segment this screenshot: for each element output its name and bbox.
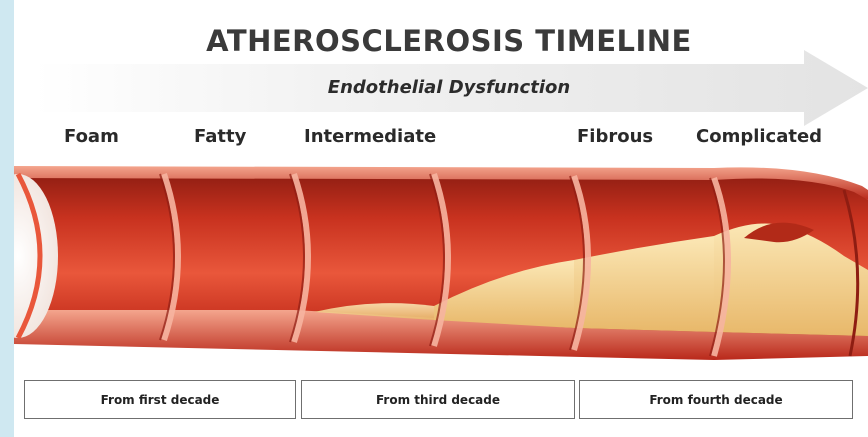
stage-label-intermediate: Intermediate	[304, 126, 436, 147]
decade-box-first: From first decade	[24, 380, 296, 419]
decade-box-fourth: From fourth decade	[579, 380, 853, 419]
stage-label-fatty: Fatty	[194, 126, 246, 147]
diagram-canvas: ATHEROSCLEROSIS TIMELINE Endothelial Dys…	[14, 0, 868, 437]
artery-illustration	[14, 160, 868, 365]
stage-label-foam: Foam	[64, 126, 119, 147]
stage-label-complicated: Complicated	[696, 126, 822, 147]
decade-box-third: From third decade	[301, 380, 575, 419]
stage-label-fibrous: Fibrous	[577, 126, 653, 147]
arrow-label: Endothelial Dysfunction	[0, 77, 868, 98]
